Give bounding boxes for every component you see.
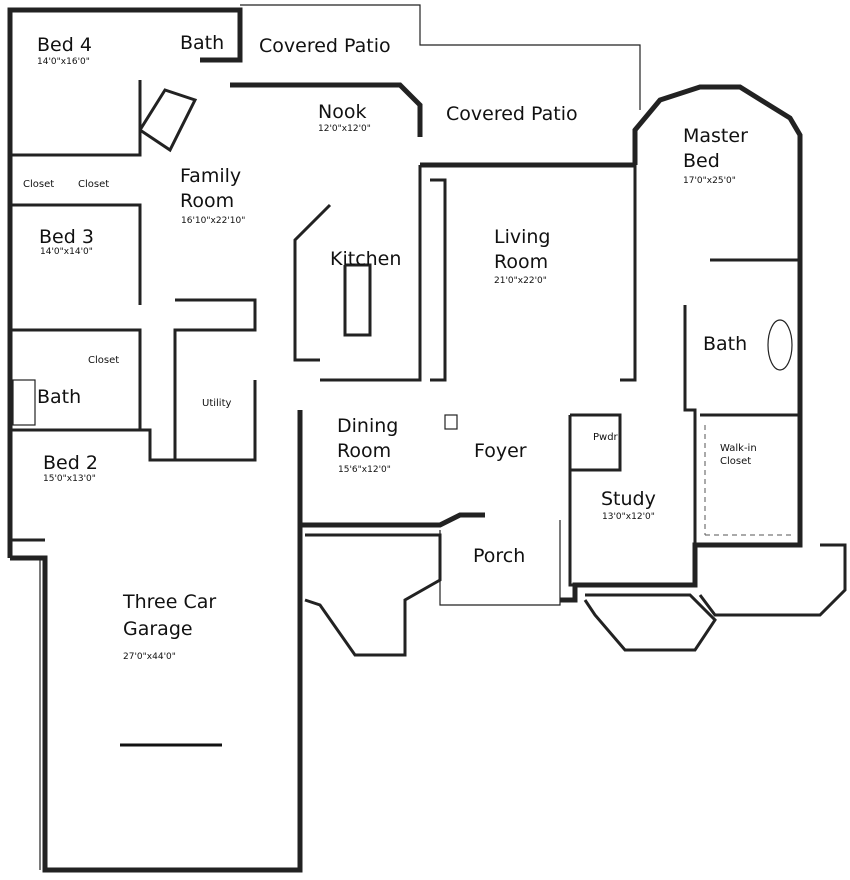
room-label-nook: Nook xyxy=(318,101,367,123)
room-label-family-2: Room xyxy=(180,190,235,212)
room-label-bath-upper: Bath xyxy=(180,32,225,54)
master-deck xyxy=(698,543,847,617)
utility-wall xyxy=(173,298,257,462)
room-label-dining-2: Room xyxy=(337,440,392,462)
room-label-foyer: Foyer xyxy=(474,440,527,462)
room-label-closet-c: Closet xyxy=(88,355,120,366)
tub-icon xyxy=(767,319,793,371)
bed4-wall xyxy=(10,80,142,157)
nook-bay-wall xyxy=(230,82,423,137)
study-bay xyxy=(583,593,717,652)
garage-wall xyxy=(10,525,303,873)
powder-wall xyxy=(570,413,622,472)
bed2-wall xyxy=(10,428,175,462)
kitchen-counter xyxy=(293,203,332,362)
tub-icon xyxy=(12,379,36,426)
column xyxy=(444,414,458,430)
room-label-family-1: Family xyxy=(180,165,242,187)
room-label-closet-b: Closet xyxy=(78,179,110,190)
room-label-powder: Pwdr xyxy=(593,432,618,443)
dining-wall xyxy=(297,410,485,528)
room-dim-family: 16'10"x22'10" xyxy=(181,216,246,226)
room-dim-nook: 12'0"x12'0" xyxy=(318,124,371,134)
room-dim-master-bed: 17'0"x25'0" xyxy=(683,176,736,186)
study-wall xyxy=(568,415,695,587)
room-label-bed2: Bed 2 xyxy=(43,452,98,474)
master-bath-wall-2 xyxy=(683,305,697,545)
room-label-kitchen: Kitchen xyxy=(330,248,402,270)
exterior-wall xyxy=(7,7,243,558)
room-dim-living: 21'0"x22'0" xyxy=(494,276,547,286)
bath-left-wall xyxy=(10,328,142,430)
room-label-bed3: Bed 3 xyxy=(39,226,94,248)
room-label-garage-1: Three Car xyxy=(123,591,217,613)
room-label-master-bed-2: Bed xyxy=(683,150,720,172)
room-dim-bed3: 14'0"x14'0" xyxy=(40,247,93,257)
room-label-dining-1: Dining xyxy=(337,415,399,437)
kitchen-island xyxy=(343,263,372,337)
room-label-living-2: Room xyxy=(494,251,549,273)
room-label-bath-left: Bath xyxy=(37,386,82,408)
room-label-covered-patio-2: Covered Patio xyxy=(446,103,578,125)
room-dim-dining: 15'6"x12'0" xyxy=(338,465,391,475)
room-label-master-bath: Bath xyxy=(703,333,748,355)
room-label-bed4: Bed 4 xyxy=(37,34,92,56)
bed3-wall xyxy=(10,203,142,305)
room-label-walk-in-2: Closet xyxy=(720,456,752,467)
family-fireplace xyxy=(138,88,198,153)
covered-patio-outline xyxy=(240,4,641,110)
room-label-garage-2: Garage xyxy=(123,618,193,640)
room-dim-bed4: 14'0"x16'0" xyxy=(37,57,90,67)
fireplace-wall xyxy=(430,178,447,382)
room-label-walk-in-1: Walk-in xyxy=(720,443,757,454)
room-label-porch: Porch xyxy=(473,545,526,567)
room-label-master-bed-1: Master xyxy=(683,125,748,147)
room-label-closet-a: Closet xyxy=(23,179,55,190)
room-label-living-1: Living xyxy=(494,226,551,248)
room-dim-garage: 27'0"x44'0" xyxy=(123,652,176,662)
room-label-study: Study xyxy=(601,488,656,510)
living-right-wall xyxy=(620,165,637,382)
room-dim-study: 13'0"x12'0" xyxy=(602,512,655,522)
kitchen-wall xyxy=(320,165,422,382)
room-label-utility: Utility xyxy=(202,398,232,409)
room-dim-bed2: 15'0"x13'0" xyxy=(43,474,96,484)
room-label-covered-patio: Covered Patio xyxy=(259,35,391,57)
dining-bay xyxy=(304,533,442,657)
